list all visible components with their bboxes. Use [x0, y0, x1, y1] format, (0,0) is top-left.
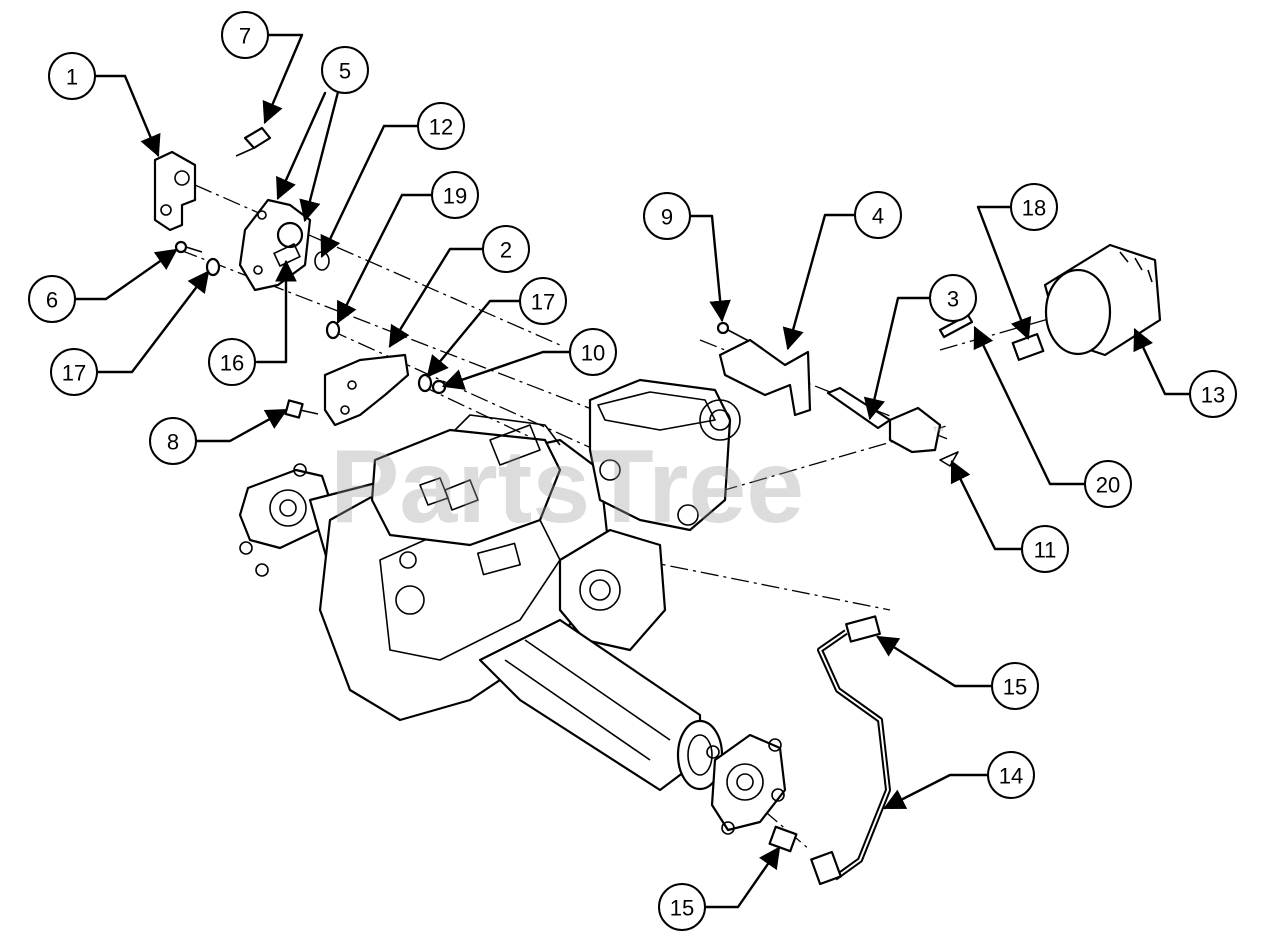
callout-20[interactable]: 20	[1084, 460, 1132, 508]
svg-text:18: 18	[1022, 196, 1046, 221]
svg-text:13: 13	[1201, 383, 1225, 408]
part-2-bracket	[323, 353, 410, 427]
svg-text:3: 3	[947, 287, 959, 312]
part-14-oil-line	[817, 629, 891, 881]
callout-4[interactable]: 4	[854, 191, 902, 239]
svg-text:6: 6	[46, 288, 58, 313]
fan-housing	[558, 528, 667, 652]
part-15-fitting-upper	[845, 615, 881, 643]
svg-text:PartsTree: PartsTree	[330, 429, 804, 545]
svg-text:17: 17	[531, 290, 555, 315]
svg-text:16: 16	[220, 351, 244, 376]
callout-7[interactable]: 7	[221, 11, 269, 59]
part-4-bracket	[718, 338, 812, 417]
callout-17-right[interactable]: 17	[519, 277, 567, 325]
svg-text:1: 1	[66, 65, 78, 90]
callout-12[interactable]: 12	[417, 102, 465, 150]
charge-pump	[588, 378, 732, 532]
svg-text:11: 11	[1034, 538, 1057, 563]
part-19-nut	[325, 320, 341, 340]
callout-10[interactable]: 10	[569, 328, 617, 376]
callout-8[interactable]: 8	[149, 417, 197, 465]
part-10-nut	[431, 379, 447, 395]
callout-14[interactable]: 14	[987, 751, 1035, 799]
part-6-bolt	[174, 240, 203, 254]
svg-text:7: 7	[239, 24, 251, 49]
svg-text:14: 14	[999, 764, 1023, 789]
callout-9[interactable]: 9	[643, 192, 691, 240]
svg-text:20: 20	[1096, 473, 1120, 498]
leader-lines	[73, 33, 1192, 909]
svg-text:2: 2	[500, 238, 512, 263]
part-8-bolt	[284, 399, 319, 419]
callout-11[interactable]: 11	[1021, 525, 1069, 573]
part-3-link	[826, 386, 942, 454]
svg-text:10: 10	[581, 341, 605, 366]
svg-text:15: 15	[1003, 675, 1027, 700]
part-11-clip	[939, 451, 959, 467]
svg-text:4: 4	[872, 204, 884, 229]
callout-17-left[interactable]: 17	[50, 348, 98, 396]
callout-16[interactable]: 16	[208, 338, 256, 386]
pump-block	[370, 428, 562, 547]
svg-text:9: 9	[661, 205, 673, 230]
right-axle-tube	[478, 618, 702, 792]
callout-1[interactable]: 1	[48, 52, 96, 100]
svg-text:8: 8	[167, 430, 179, 455]
callout-5[interactable]: 5	[321, 46, 369, 94]
part-13-filter	[1043, 243, 1162, 357]
callout-bubbles: 1 7 5 12 19 6 17 16 2 17 10 8 9 4 3 18 1…	[28, 11, 1237, 931]
part-5-plate	[238, 198, 312, 292]
transaxle-assembly	[238, 378, 787, 835]
watermark: PartsTree ™	[330, 424, 944, 545]
part-15-fitting-lower	[768, 825, 842, 886]
part-1-bracket	[153, 150, 197, 232]
svg-text:12: 12	[429, 115, 453, 140]
svg-text:19: 19	[443, 184, 467, 209]
callout-19[interactable]: 19	[431, 171, 479, 219]
svg-text:™: ™	[932, 424, 944, 438]
part-17-washer-left	[205, 257, 221, 277]
svg-text:15: 15	[670, 896, 694, 921]
svg-text:5: 5	[339, 59, 351, 84]
callout-3[interactable]: 3	[929, 274, 977, 322]
callout-18[interactable]: 18	[1010, 183, 1058, 231]
callout-13[interactable]: 13	[1189, 370, 1237, 418]
callout-15-upper[interactable]: 15	[991, 662, 1039, 710]
right-wheel-hub	[710, 733, 787, 832]
part-7-pin	[235, 126, 272, 157]
svg-text:17: 17	[62, 361, 86, 386]
callout-6[interactable]: 6	[28, 275, 76, 323]
callout-15-lower[interactable]: 15	[658, 883, 706, 931]
callout-2[interactable]: 2	[482, 225, 530, 273]
part-17-washer-right	[417, 373, 433, 393]
